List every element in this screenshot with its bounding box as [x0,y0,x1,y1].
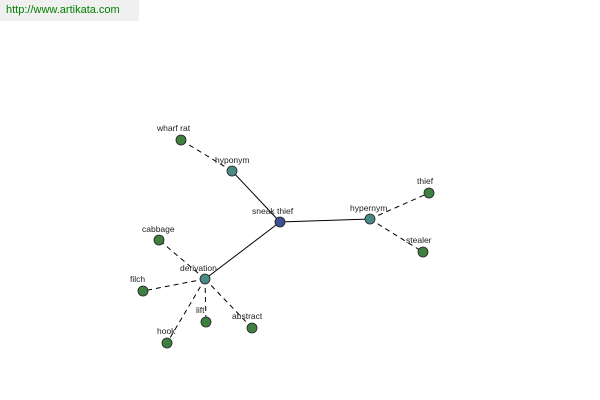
label-filch: filch [130,274,145,284]
label-thief: thief [417,176,434,186]
node-abstract[interactable] [246,322,258,334]
graph-edges [142,139,430,344]
label-lift: lift [196,305,205,315]
label-cabbage: cabbage [142,224,175,234]
source-link[interactable]: http://www.artikata.com [0,0,139,21]
edge-hypernym-stealer [369,218,424,253]
label-hypernym: hypernym [350,203,387,213]
edge-center-hypernym [279,218,371,223]
node-filch[interactable] [137,285,149,297]
node-hypernym[interactable] [364,213,376,225]
node-wharf-rat[interactable] [175,134,187,146]
node-hyponym[interactable] [226,165,238,177]
label-abstract: abstract [232,311,263,321]
node-lift[interactable] [200,316,212,328]
label-hyponym: hyponym [215,155,250,165]
edge-derivation-abstract [204,278,253,329]
graph-nodes: sneak thief hyponym wharf rat hypernym t… [130,123,435,349]
node-thief[interactable] [423,187,435,199]
label-sneak-thief: sneak thief [252,206,294,216]
label-derivation: derivation [180,263,217,273]
node-derivation[interactable] [199,273,211,285]
source-link-text: http://www.artikata.com [6,4,120,16]
label-hook: hook [157,326,176,336]
edge-derivation-lift [204,278,207,323]
edge-hypernym-thief [369,192,430,220]
label-wharf-rat: wharf rat [156,123,191,133]
node-sneak-thief[interactable] [274,216,286,228]
edge-derivation-cabbage [158,239,206,280]
label-stealer: stealer [406,235,432,245]
edge-center-hyponym [231,170,281,223]
node-stealer[interactable] [417,246,429,258]
edge-hyponym-wharf-rat [180,139,233,172]
edge-derivation-filch [142,278,206,292]
node-hook[interactable] [161,337,173,349]
node-cabbage[interactable] [153,234,165,246]
edge-center-derivation [204,221,281,280]
edge-derivation-hook [166,278,206,344]
